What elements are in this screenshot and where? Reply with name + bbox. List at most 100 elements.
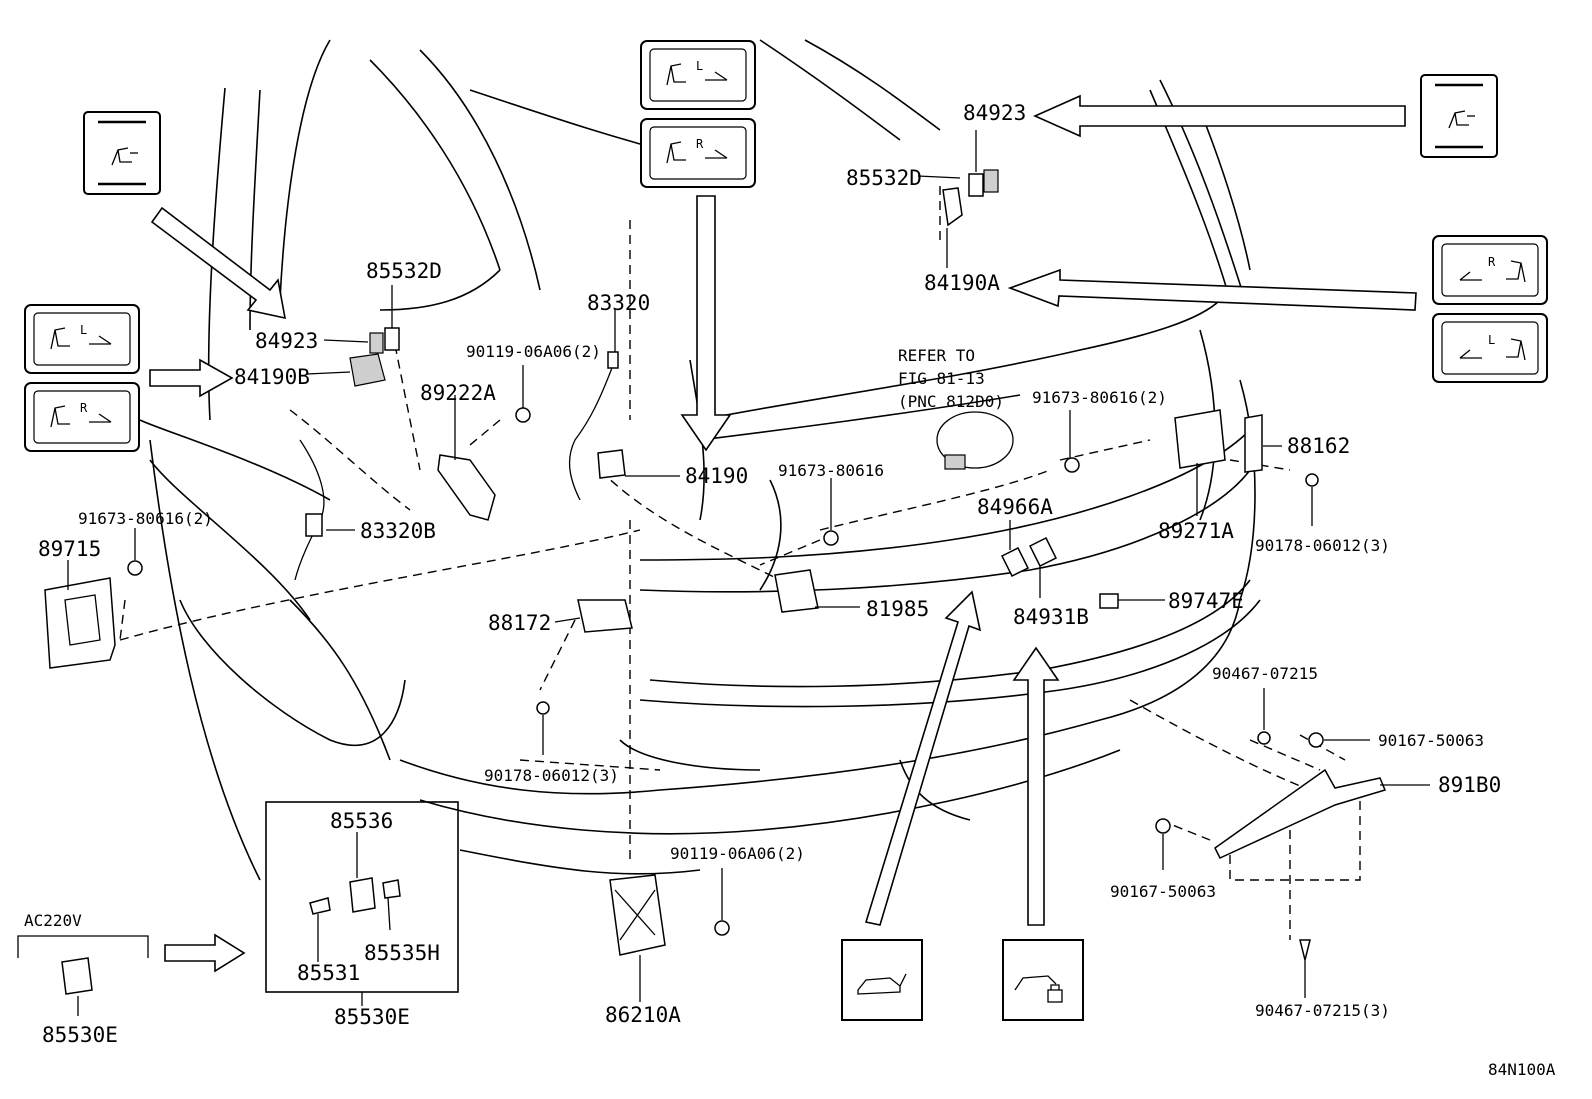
back-door-open-icon [841,939,923,1021]
part-85530E [61,957,93,995]
part-83320-harness [568,359,616,501]
label-85530E-box: 85530E [334,1005,410,1029]
nut-90178-right [1305,473,1319,487]
part-88162 [1244,414,1263,473]
seat-left-switch-icon: L [24,304,140,374]
svg-text:R: R [1488,255,1496,269]
label-90178-bottom: 90178-06012(3) [484,766,619,785]
arrow-to-84190 [680,195,732,452]
label-leaders [67,130,1430,1016]
part-83320B-harness [294,439,325,581]
label-refer-1: REFER TO [898,346,975,365]
label-90167-right: 90167-50063 [1378,731,1484,750]
label-84923-top: 84923 [963,101,1026,125]
part-83320B-connector [305,513,323,537]
arrow-to-84190A [1007,268,1417,311]
bolt-90119-top [515,407,531,423]
part-84190B [349,353,386,387]
seat-left-switch-icon: L [1432,313,1548,383]
install-lines [119,180,1361,940]
bolt-91673-right [1064,457,1080,473]
part-89271A [1174,409,1226,469]
nut-90178-bottom [536,701,550,715]
clip-90467-bottom [1299,939,1311,961]
label-90178-right: 90178-06012(3) [1255,536,1390,555]
label-90467-top: 90467-07215 [1212,664,1318,683]
arrow-to-84923 [1033,94,1406,138]
svg-text:L: L [696,59,703,73]
arrow-to-84190B [149,358,234,398]
part-89747E [1099,593,1119,609]
part-85531 [309,897,331,915]
part-89715 [44,577,116,669]
part-81985 [774,569,819,613]
arrow-to-84923-left [150,206,287,320]
label-84931B: 84931B [1013,605,1089,629]
bolt-90467-top [1257,731,1271,745]
label-83320B: 83320B [360,519,436,543]
bolt-90119-bottom [714,920,730,936]
bolt-91673-center [823,530,839,546]
label-90119-top: 90119-06A06(2) [466,342,601,361]
part-84190 [597,449,626,479]
label-84966A: 84966A [977,495,1053,519]
arrow-to-84931B [1012,646,1060,926]
label-91673-right: 91673-80616(2) [1032,388,1167,407]
label-89715: 89715 [38,537,101,561]
part-891B0 [1214,768,1387,859]
part-labels: 84923 85532D 84190A 85532D 84923 84190B … [24,101,1556,1079]
svg-text:R: R [696,137,704,151]
label-84923-left: 84923 [255,329,318,353]
svg-text:L: L [1488,333,1495,347]
part-812D0-ref [944,454,966,470]
seat-right-switch-icon: R [640,118,756,188]
part-84966A [1000,546,1030,578]
part-85535H [382,879,401,899]
label-85530E: 85530E [42,1023,118,1047]
arrow-to-84966A [864,590,982,926]
label-ac220v: AC220V [24,911,82,930]
label-90119-bottom: 90119-06A06(2) [670,844,805,863]
label-88162: 88162 [1287,434,1350,458]
label-84190B: 84190B [234,365,310,389]
label-89271A: 89271A [1158,519,1234,543]
part-84923-top-b [983,169,999,193]
back-door-lock-icon [1002,939,1084,1021]
label-89222A: 89222A [420,381,496,405]
part-84923-left-a [369,332,384,354]
label-refer-3: (PNC 812D0) [898,392,1004,411]
label-refer-2: FIG 81-13 [898,369,985,388]
parts [44,169,1387,995]
label-85532D-left: 85532D [366,259,442,283]
label-85536: 85536 [330,809,393,833]
label-81985: 81985 [866,597,929,621]
label-88172: 88172 [488,611,551,635]
svg-text:L: L [80,323,87,337]
label-83320: 83320 [587,291,650,315]
part-85536 [349,877,376,913]
part-83320-connector [607,351,619,369]
svg-text:R: R [80,401,88,415]
seat-left-switch-icon: L [640,40,756,110]
part-84931B [1028,536,1058,568]
label-85531: 85531 [297,961,360,985]
part-84190A [942,187,963,227]
label-84190: 84190 [685,464,748,488]
bolt-90167-bottom [1155,818,1171,834]
label-90467-bottom: 90467-07215(3) [1255,1001,1390,1020]
label-91673-left: 91673-80616(2) [78,509,213,528]
label-89747E: 89747E [1168,589,1244,613]
arrow-to-85530E [164,933,246,973]
seat-right-switch-icon: R [24,382,140,452]
label-85532D-top: 85532D [846,166,922,190]
part-88172 [577,599,633,633]
label-86210A: 86210A [605,1003,681,1027]
callout-arrows [149,94,1417,973]
label-90167-bottom: 90167-50063 [1110,882,1216,901]
part-84923-left-b [384,327,400,351]
label-91673-80616: 91673-80616 [778,461,884,480]
seat-fold-icon [1420,74,1498,158]
seat-fold-icon [83,111,161,195]
bolt-90167-right [1308,732,1324,748]
